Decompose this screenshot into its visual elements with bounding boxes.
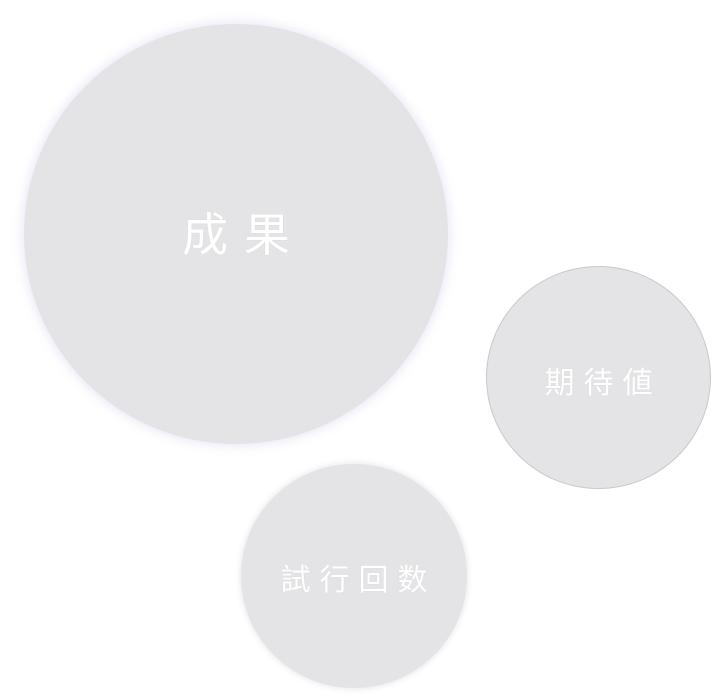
bubble-seika: 成果 bbox=[24, 24, 448, 444]
bubble-shikou-kaisuu: 試行回数 bbox=[241, 464, 467, 688]
bubble-label-seika: 成果 bbox=[182, 208, 306, 262]
bubble-label-shikou-kaisuu: 試行回数 bbox=[280, 563, 437, 598]
bubble-kitaichi: 期待値 bbox=[486, 266, 711, 489]
bubble-label-kitaichi: 期待値 bbox=[544, 365, 662, 401]
